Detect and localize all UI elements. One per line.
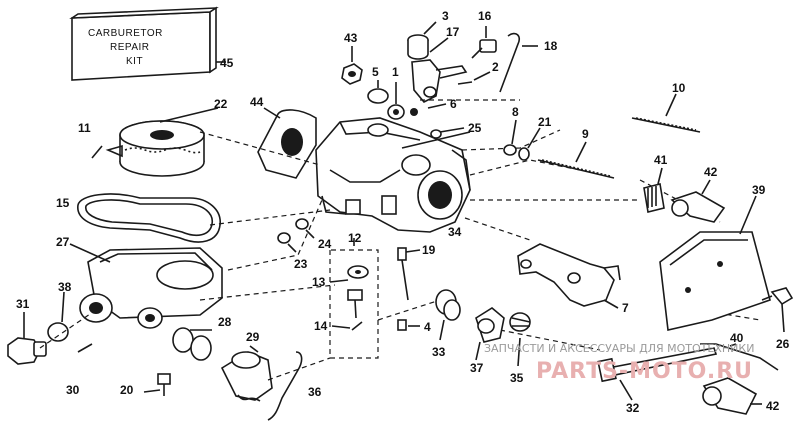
shaft-32 xyxy=(597,347,718,401)
callout-29: 29 xyxy=(246,330,260,344)
callout-24: 24 xyxy=(318,237,332,251)
washer-24 xyxy=(295,218,315,239)
callout-36: 36 xyxy=(308,385,322,399)
callout-22: 22 xyxy=(214,97,228,111)
callout-5: 5 xyxy=(372,65,379,79)
welch-plug-5 xyxy=(367,80,389,104)
callout-8: 8 xyxy=(512,105,519,119)
carburetor-body xyxy=(315,117,471,233)
seal-1 xyxy=(387,82,405,120)
drain-screw-part xyxy=(7,312,47,365)
callout-44: 44 xyxy=(250,95,264,109)
callout-17: 17 xyxy=(446,25,460,39)
part-callout-numbers: 45 22 11 15 27 38 31 30 20 28 29 36 44 4… xyxy=(16,9,790,415)
callout-25: 25 xyxy=(468,121,482,135)
screw-16 xyxy=(471,26,497,59)
nozzle-4 xyxy=(397,319,420,331)
callout-2: 2 xyxy=(492,60,499,74)
float-part xyxy=(105,107,219,177)
callout-15: 15 xyxy=(56,196,70,210)
washer-8 xyxy=(503,119,517,156)
float-bowl-gasket xyxy=(77,193,221,243)
callout-9: 9 xyxy=(582,127,589,141)
pin-2 xyxy=(457,71,491,85)
rod-40 xyxy=(700,343,779,371)
callout-34: 34 xyxy=(448,225,462,239)
callout-43: 43 xyxy=(344,31,358,45)
callout-4: 4 xyxy=(424,320,431,334)
o-rings-part xyxy=(172,327,212,361)
screw-26 xyxy=(761,287,794,333)
screw-25 xyxy=(430,127,465,139)
callout-7: 7 xyxy=(622,301,629,315)
watermark-line1: ЗАПЧАСТИ И АКСЕССУАРЫ ДЛЯ МОТОТЕХНИКИ xyxy=(484,342,754,355)
pin-part xyxy=(91,145,103,159)
throttle-bracket-7 xyxy=(517,243,621,309)
kit-label-line1: CARBURETOR xyxy=(88,28,163,39)
spring-6 xyxy=(410,103,447,116)
callout-32: 32 xyxy=(626,401,640,415)
knob-42-lower xyxy=(702,377,762,415)
callout-13: 13 xyxy=(312,275,326,289)
callout-38: 38 xyxy=(58,280,72,294)
small-screw-part xyxy=(77,343,93,353)
callout-35: 35 xyxy=(510,371,524,385)
callout-30: 30 xyxy=(66,383,80,397)
callout-31: 31 xyxy=(16,297,30,311)
nut-43 xyxy=(341,46,363,85)
callout-42-upper: 42 xyxy=(704,165,718,179)
callout-6: 6 xyxy=(450,97,457,111)
callout-1: 1 xyxy=(392,65,399,79)
callout-11: 11 xyxy=(78,121,91,135)
flange-gasket xyxy=(257,107,317,179)
plug-part xyxy=(47,291,69,342)
callout-18: 18 xyxy=(544,39,558,53)
link-rod-36 xyxy=(267,351,303,421)
callout-40: 40 xyxy=(730,331,744,345)
callout-20: 20 xyxy=(120,383,134,397)
kit-label-line2: REPAIR xyxy=(110,42,150,53)
float-bowl-part xyxy=(69,243,223,329)
needle-10 xyxy=(631,93,701,133)
callout-39: 39 xyxy=(752,183,766,197)
washer-21 xyxy=(518,127,541,161)
callout-37: 37 xyxy=(470,361,484,375)
callout-21: 21 xyxy=(538,115,552,129)
choke-lever-17 xyxy=(411,37,468,103)
spring-41 xyxy=(643,167,665,213)
callout-19: 19 xyxy=(422,243,436,257)
washer-23 xyxy=(277,232,297,253)
main-jet-19 xyxy=(397,247,421,301)
fitting-33 xyxy=(435,289,461,341)
callout-28: 28 xyxy=(218,315,232,329)
screw-20-part xyxy=(143,373,171,396)
needle-9 xyxy=(537,141,615,179)
watermark-line2: PARTS-MOTO.RU xyxy=(536,359,753,384)
bracket-39 xyxy=(659,195,771,331)
group-12 xyxy=(329,238,379,359)
repair-kit-box: CARBURETOR REPAIR KIT xyxy=(69,6,226,81)
callout-23: 23 xyxy=(294,257,308,271)
callout-3: 3 xyxy=(442,9,449,23)
callout-33: 33 xyxy=(432,345,446,359)
callout-42-lower: 42 xyxy=(766,399,780,413)
callout-14: 14 xyxy=(314,319,328,333)
fitting-35 xyxy=(509,312,531,367)
choke-knob-3 xyxy=(407,21,437,60)
valve-part xyxy=(220,345,273,402)
callout-45: 45 xyxy=(220,56,234,70)
fitting-37 xyxy=(475,307,505,361)
rod-18 xyxy=(499,32,538,93)
callout-10: 10 xyxy=(672,81,686,95)
callout-12: 12 xyxy=(348,231,362,245)
kit-label-line3: KIT xyxy=(126,56,143,67)
knob-42-upper xyxy=(670,179,726,223)
watermark: ЗАПЧАСТИ И АКСЕССУАРЫ ДЛЯ МОТОТЕХНИКИ PA… xyxy=(484,342,754,384)
callout-41: 41 xyxy=(654,153,668,167)
callout-26: 26 xyxy=(776,337,790,351)
callout-16: 16 xyxy=(478,9,492,23)
callout-27: 27 xyxy=(56,235,70,249)
